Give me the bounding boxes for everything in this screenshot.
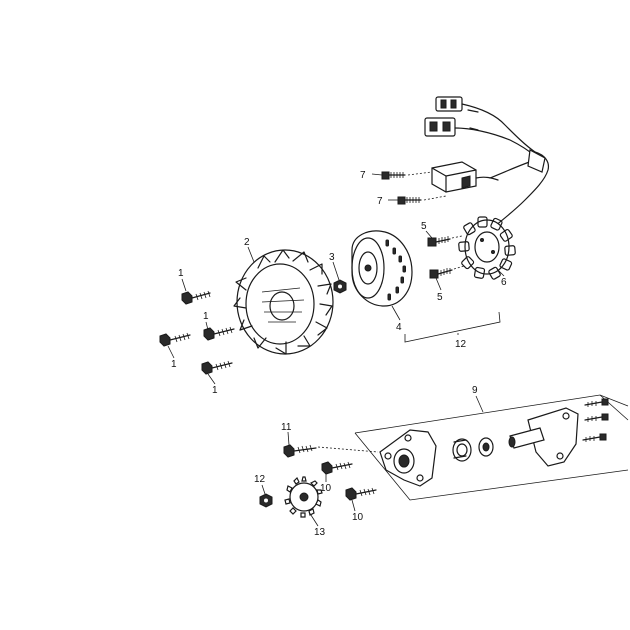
small-bolts-right <box>582 398 609 442</box>
callout-12-a: 12 <box>455 339 467 350</box>
callout-5-b: 5 <box>437 292 443 303</box>
bolt-11 <box>283 444 379 458</box>
screw-5-lower <box>429 265 465 279</box>
callout-3: 3 <box>329 252 335 263</box>
callout-5-a: 5 <box>421 221 427 232</box>
callout-12-b: 12 <box>254 474 266 485</box>
nut-12 <box>259 493 273 508</box>
callout-1-a: 1 <box>178 268 184 279</box>
mounting-bracket-left <box>379 429 437 487</box>
callout-10-a: 10 <box>320 483 332 494</box>
bolt-1-b <box>159 332 191 347</box>
screw-7-lower <box>397 195 447 205</box>
screw-7-upper <box>381 171 433 180</box>
bearing <box>452 438 472 462</box>
wiring-harness <box>424 96 550 227</box>
callout-7-a: 7 <box>360 170 366 181</box>
callout-11: 11 <box>281 422 292 433</box>
sprocket <box>284 476 323 518</box>
leader-lines <box>167 173 505 527</box>
mounting-bracket-right <box>508 407 579 467</box>
callout-labels: 1 1 1 1 2 3 4 5 5 6 7 7 12 9 11 10 10 12… <box>171 170 507 538</box>
screw-5-upper <box>427 235 463 247</box>
callout-9: 9 <box>472 385 478 396</box>
cooling-fan <box>233 249 334 355</box>
flywheel-nut <box>333 279 347 294</box>
bolt-1-d <box>201 360 233 375</box>
pulser-coil <box>431 161 499 193</box>
callout-4: 4 <box>396 322 402 333</box>
bushing <box>478 437 494 457</box>
bolt-10-lower <box>345 487 377 501</box>
callout-6: 6 <box>501 277 507 288</box>
callout-2: 2 <box>244 237 250 248</box>
bolt-1-c <box>203 326 235 341</box>
bolt-10-upper <box>321 461 353 475</box>
callout-1-b: 1 <box>171 359 177 370</box>
callout-13: 13 <box>314 527 326 538</box>
callout-7-b: 7 <box>377 196 383 207</box>
bolt-1-a <box>181 290 211 305</box>
callout-10-b: 10 <box>352 512 364 523</box>
callout-1-c: 1 <box>203 311 209 322</box>
flywheel-rotor <box>351 230 413 307</box>
callout-1-d: 1 <box>212 385 218 396</box>
stator-coil <box>458 216 516 280</box>
